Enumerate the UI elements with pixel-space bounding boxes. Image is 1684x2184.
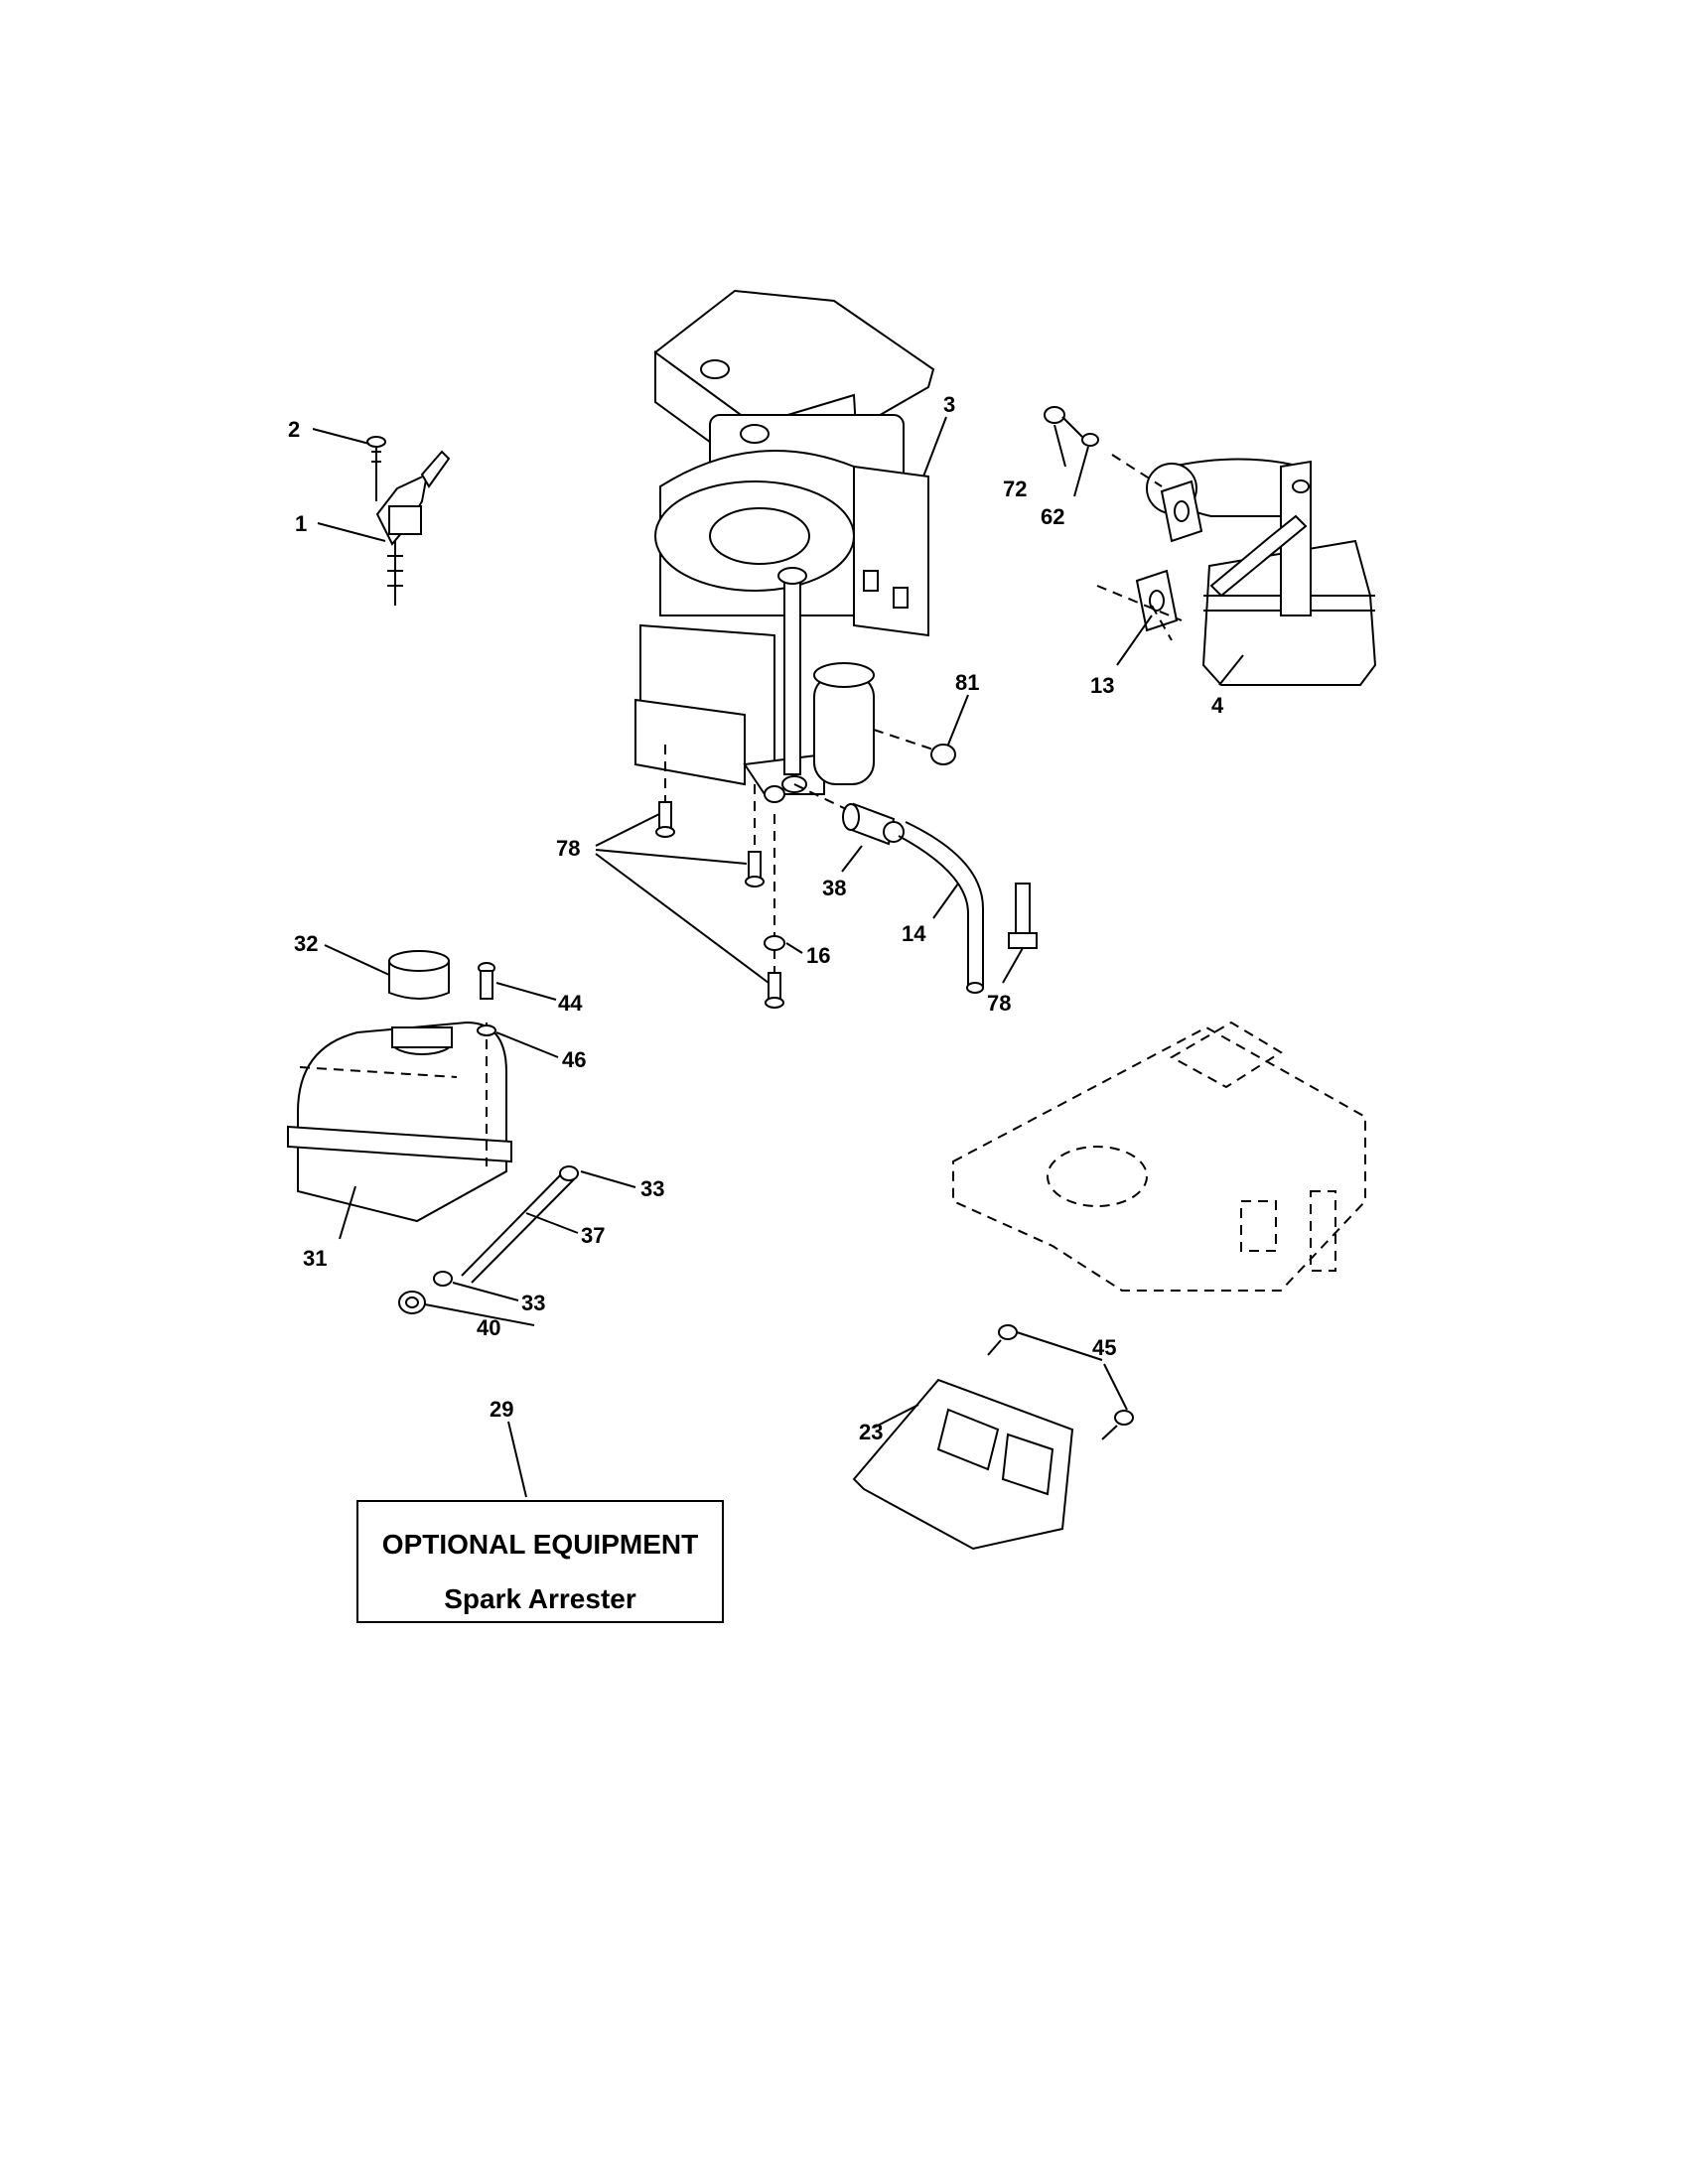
screw-part xyxy=(366,436,386,463)
callout-13: 13 xyxy=(1090,673,1114,698)
callout-46: 46 xyxy=(562,1047,586,1072)
throttle-control-part xyxy=(375,442,451,606)
bolt-78-part xyxy=(1008,883,1038,949)
callout-1: 1 xyxy=(295,511,307,536)
callout-78-right: 78 xyxy=(987,991,1011,1016)
callout-40: 40 xyxy=(477,1315,500,1340)
callout-37: 37 xyxy=(581,1223,605,1248)
callout-2: 2 xyxy=(288,417,300,442)
leader-lines xyxy=(312,416,1244,1498)
callout-16: 16 xyxy=(806,943,830,968)
callout-31: 31 xyxy=(303,1246,327,1271)
callout-4: 4 xyxy=(1211,693,1224,718)
nut-part xyxy=(873,729,956,765)
engine-part xyxy=(634,289,935,803)
grommet-part xyxy=(398,1291,426,1314)
hose-clamp-lower-part xyxy=(433,1271,453,1287)
exhaust-gasket-upper-part xyxy=(1160,479,1203,543)
fuel-filter-part xyxy=(793,783,905,846)
callout-14: 14 xyxy=(902,921,926,946)
frame-part xyxy=(952,1021,1366,1292)
callout-labels: 2 1 3 72 62 13 4 81 78 38 16 14 78 32 44… xyxy=(288,392,1224,1444)
fuel-hose-part xyxy=(898,821,984,994)
exhaust-gasket-lower-part xyxy=(1135,569,1179,632)
callout-38: 38 xyxy=(822,876,846,900)
lock-washer-part xyxy=(1081,433,1099,447)
callout-81: 81 xyxy=(955,670,979,695)
screw-45-part xyxy=(987,1324,1134,1440)
optional-equipment-box: OPTIONAL EQUIPMENT Spark Arrester xyxy=(356,1500,724,1623)
optional-equipment-subtitle: Spark Arrester xyxy=(444,1583,636,1614)
bolt-44-part xyxy=(478,962,495,1000)
callout-32: 32 xyxy=(294,931,318,956)
bolt-part xyxy=(1044,406,1083,438)
fuel-line-part xyxy=(461,1170,575,1284)
callout-29: 29 xyxy=(490,1397,513,1422)
callout-78-left: 78 xyxy=(556,836,580,861)
callout-3: 3 xyxy=(943,392,955,417)
engine-bolt-part xyxy=(655,745,784,1009)
fuel-tank-part xyxy=(287,1021,512,1223)
washer-46-part xyxy=(477,1024,496,1036)
callout-62: 62 xyxy=(1041,504,1064,529)
optional-equipment-title: OPTIONAL EQUIPMENT xyxy=(382,1529,698,1560)
callout-72: 72 xyxy=(1003,477,1027,501)
callout-33-lower: 33 xyxy=(521,1291,545,1315)
callout-44: 44 xyxy=(558,991,583,1016)
washer-part xyxy=(764,935,785,951)
fuel-cap-part xyxy=(388,950,450,1000)
callout-23: 23 xyxy=(859,1420,883,1444)
hose-clamp-upper-part xyxy=(559,1165,579,1181)
callout-45: 45 xyxy=(1092,1335,1116,1360)
callout-33-upper: 33 xyxy=(640,1176,664,1201)
heat-shield-part xyxy=(852,1378,1074,1551)
